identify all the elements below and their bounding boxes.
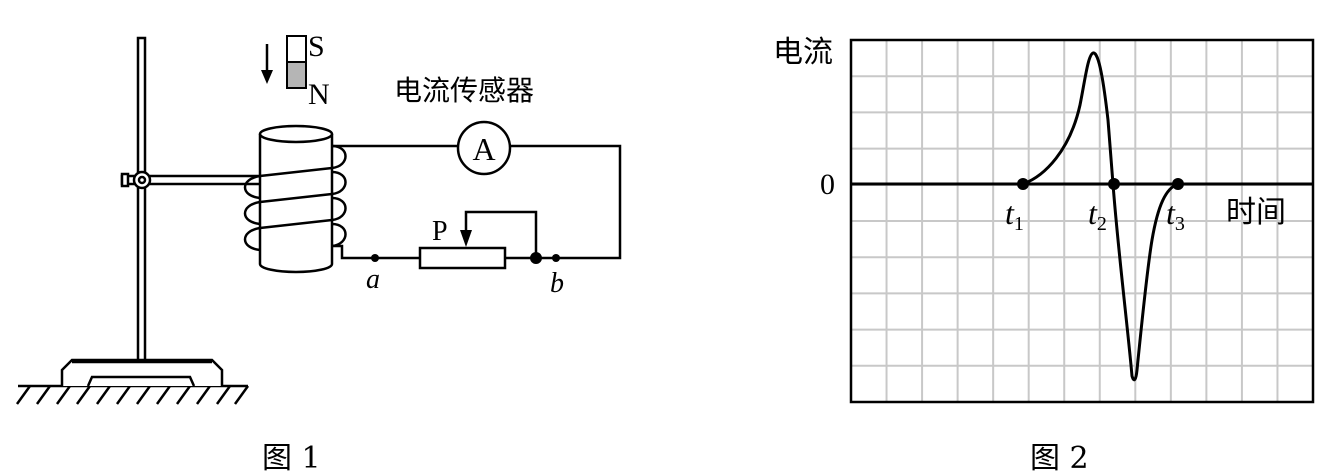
x-axis-label: 时间	[1226, 195, 1286, 230]
circuit-wires	[332, 144, 622, 260]
current-curve	[1022, 51, 1179, 382]
t1-label: t1	[1005, 195, 1024, 235]
coil	[243, 124, 347, 274]
slider-p-label: P	[432, 216, 448, 247]
point-a-node	[371, 254, 379, 262]
stand-rod	[136, 36, 147, 362]
figure-1-caption: 图 1	[262, 441, 321, 476]
ground	[15, 384, 250, 405]
t2-point	[1108, 178, 1120, 190]
clamp-arm	[120, 170, 264, 190]
junction-node	[530, 252, 542, 264]
point-b-label: b	[550, 268, 564, 299]
magnet-s-label: S	[308, 30, 325, 63]
point-a-label: a	[366, 264, 380, 295]
figure-1: S N 电流传感器 A P	[15, 30, 622, 476]
sensor-label: 电流传感器	[394, 74, 534, 107]
ammeter: A	[456, 120, 512, 176]
point-b-node	[552, 254, 560, 262]
slider-arrow-icon	[460, 230, 472, 247]
bar-magnet: S N	[286, 30, 330, 111]
t3-point	[1172, 178, 1184, 190]
figure-2: 电流 0 时间 t1 t2 t3 图 2	[773, 35, 1315, 476]
t3-label: t3	[1166, 195, 1185, 235]
figure-2-caption: 图 2	[1030, 441, 1089, 476]
zero-label: 0	[820, 168, 835, 201]
t2-label: t2	[1088, 195, 1107, 235]
ammeter-symbol: A	[472, 131, 495, 167]
y-axis-label: 电流	[773, 35, 833, 70]
plot-frame	[849, 38, 1315, 404]
stand-base	[60, 358, 224, 387]
magnet-n-label: N	[308, 78, 330, 111]
rheostat	[418, 246, 507, 270]
down-arrow-icon	[261, 44, 273, 84]
t1-point	[1017, 178, 1029, 190]
